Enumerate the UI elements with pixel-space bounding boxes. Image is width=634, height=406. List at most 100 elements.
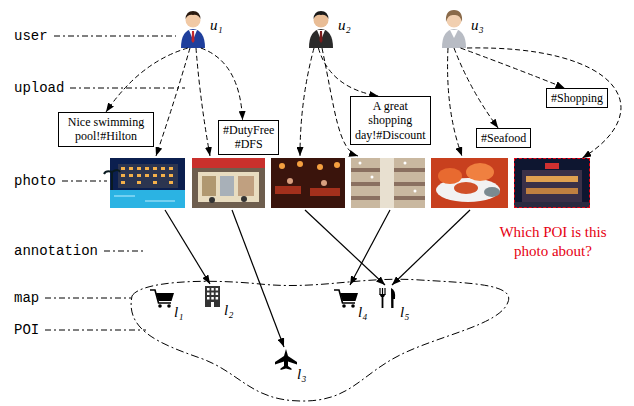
row-label: POI bbox=[14, 321, 39, 339]
building-icon bbox=[211, 297, 214, 300]
photo-restaurant bbox=[275, 186, 301, 194]
poi-node: l₁ bbox=[152, 288, 174, 308]
photo-pool bbox=[137, 167, 141, 170]
building-icon bbox=[207, 297, 210, 300]
annotation-arrow bbox=[165, 210, 470, 347]
annotation-arrow bbox=[305, 210, 385, 285]
photo-pool bbox=[110, 190, 185, 208]
photo-restaurant bbox=[287, 178, 293, 184]
annotation-arrow bbox=[392, 210, 470, 285]
upload-connector bbox=[467, 48, 621, 158]
question-text: Which POI is this photo about? bbox=[488, 223, 618, 261]
poi-label: l₄ bbox=[358, 303, 367, 321]
photo-restaurant bbox=[321, 180, 327, 186]
photo-pool bbox=[104, 170, 120, 190]
photo-pool bbox=[118, 164, 178, 188]
building-icon bbox=[211, 288, 214, 291]
photo-pool bbox=[129, 174, 133, 177]
cart-icon bbox=[156, 293, 174, 301]
photo-duty-free bbox=[238, 176, 254, 196]
photo-mall bbox=[351, 158, 425, 208]
row-label: user bbox=[14, 27, 48, 45]
upload-arrow bbox=[448, 48, 462, 156]
upload-arrow bbox=[300, 48, 314, 156]
annotation-box: #DutyFree #DFS bbox=[218, 120, 279, 155]
user-icon bbox=[446, 10, 462, 22]
user-icon bbox=[320, 31, 323, 43]
photo-restaurant bbox=[271, 158, 345, 208]
building-icon bbox=[216, 293, 219, 296]
leader-line bbox=[45, 36, 185, 330]
photo-night-mall bbox=[545, 163, 559, 169]
building-icon bbox=[216, 297, 219, 300]
row-label: annotation bbox=[14, 242, 98, 260]
annotation-box: #Shopping bbox=[546, 88, 608, 108]
poi-label: l₃ bbox=[297, 365, 306, 383]
leader-line bbox=[54, 36, 176, 37]
photo-duty-free bbox=[198, 172, 259, 202]
photo-pool bbox=[114, 196, 175, 201]
photo-pool bbox=[137, 174, 141, 177]
user-icon bbox=[442, 10, 466, 48]
photo-pool bbox=[169, 181, 173, 184]
photo-pool bbox=[145, 167, 149, 170]
leader-line bbox=[62, 181, 107, 182]
photo-mall bbox=[371, 176, 374, 179]
upload-connector bbox=[201, 48, 243, 120]
user-icon bbox=[309, 11, 333, 48]
photo-duty-free bbox=[220, 176, 234, 196]
photo-pool bbox=[169, 167, 173, 170]
user-icon bbox=[186, 11, 201, 19]
upload-arrow bbox=[156, 48, 462, 156]
leader-line bbox=[70, 88, 185, 89]
user-icon bbox=[314, 11, 329, 19]
photo-mall bbox=[404, 162, 407, 165]
annotation-arrow bbox=[232, 210, 284, 347]
restaurant-icon bbox=[379, 288, 395, 308]
cart-icon bbox=[167, 304, 171, 308]
upload-connector bbox=[106, 48, 188, 112]
photo-mall bbox=[414, 190, 417, 193]
upload-arrow bbox=[196, 48, 210, 156]
user-node: u₃ bbox=[441, 10, 467, 48]
poi-label: l₁ bbox=[174, 303, 183, 321]
photo-restaurant bbox=[317, 164, 323, 170]
photo-pool bbox=[153, 174, 157, 177]
annotation-text: #DutyFree #DFS bbox=[223, 123, 274, 152]
photo-pool bbox=[129, 167, 133, 170]
photo-pool bbox=[121, 167, 125, 170]
restaurant-icon bbox=[380, 288, 385, 295]
annotation-arrow bbox=[165, 210, 210, 284]
photo-seafood bbox=[438, 168, 462, 184]
user-node: u₁ bbox=[180, 10, 206, 48]
poi-node: l₂ bbox=[202, 286, 224, 306]
poi-label: l₅ bbox=[400, 303, 409, 321]
photo-restaurant bbox=[310, 188, 340, 196]
photo-restaurant bbox=[297, 161, 303, 167]
building-icon bbox=[211, 302, 214, 307]
user-icon bbox=[181, 11, 205, 48]
photo-night-mall bbox=[522, 170, 582, 204]
annotation-text: Nice swimming pool!#Hilton bbox=[63, 115, 149, 144]
cart-icon bbox=[158, 304, 162, 308]
photo-pool bbox=[153, 167, 157, 170]
user-label: u₃ bbox=[471, 16, 484, 34]
user-label: u₂ bbox=[338, 16, 351, 34]
photo-duty-free bbox=[192, 158, 265, 208]
photo-mall bbox=[359, 162, 362, 165]
building-icon bbox=[207, 288, 210, 291]
photo-pool bbox=[104, 158, 185, 208]
user-icon bbox=[442, 29, 466, 48]
photo-seafood bbox=[454, 182, 478, 194]
user-icon bbox=[450, 30, 458, 38]
building-icon bbox=[205, 286, 220, 307]
photo-pool bbox=[110, 158, 185, 208]
photo-night-mall bbox=[514, 158, 590, 208]
building-icon bbox=[207, 288, 218, 307]
photo-duty-free bbox=[192, 158, 265, 208]
leader-line bbox=[45, 298, 131, 299]
row-label: map bbox=[14, 289, 39, 307]
photo-pool bbox=[121, 181, 125, 184]
row-label: upload bbox=[14, 79, 64, 97]
